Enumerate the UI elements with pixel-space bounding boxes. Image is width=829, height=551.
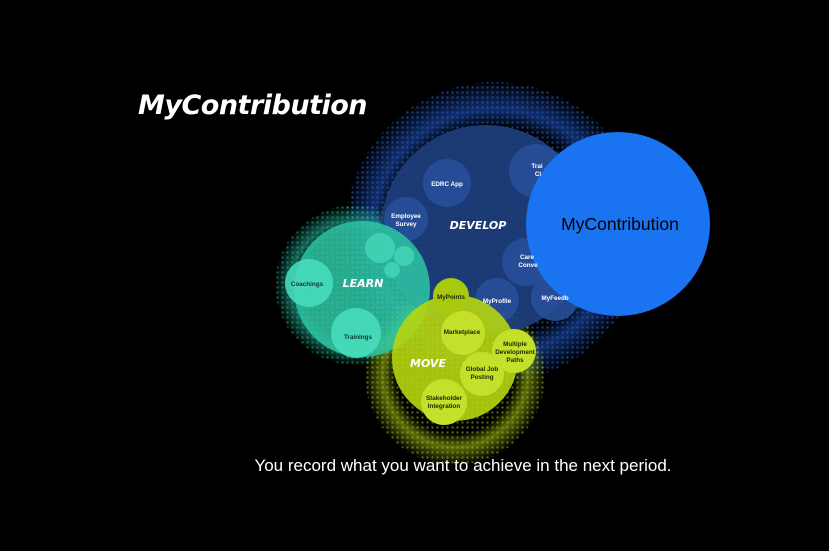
trainings-top-label-2: Cl (535, 171, 542, 178)
my-feedback-label: MyFeedb (541, 295, 568, 302)
edrc-app-label: EDRC App (431, 181, 463, 188)
global-job-posting-bubble (460, 352, 504, 396)
marketplace-bubble (441, 311, 485, 355)
my-points-bubble (433, 278, 469, 314)
mycontribution-focus-label: MyContribution (561, 214, 679, 234)
move-cluster (392, 278, 536, 425)
move-labels: MyPoints Marketplace Multiple Developmen… (410, 294, 536, 410)
career-conversations-label-1: Care (520, 254, 534, 261)
multiple-development-paths-label-1: Multiple (503, 341, 527, 348)
learn-cluster (285, 221, 430, 358)
stakeholder-integration-label-1: Stakeholder (426, 395, 463, 402)
learn-category-label: LEARN (343, 277, 384, 290)
global-job-posting-label-2: Posting (470, 374, 493, 381)
career-conversations-label-2: Conve (518, 262, 538, 269)
stakeholder-integration-bubble (421, 379, 467, 425)
mycontribution-circle (526, 132, 710, 316)
my-points-label: MyPoints (437, 294, 465, 301)
multiple-development-paths-label-3: Paths (506, 357, 524, 364)
page-title: MyContribution (138, 90, 368, 121)
trainings-top-label-1: Trai (531, 163, 542, 170)
move-category-label: MOVE (410, 357, 446, 370)
develop-labels: EDRC App Employee Survey Trai Cl Care Co… (391, 163, 569, 305)
trainings-label: Trainings (344, 334, 372, 341)
coachings-label: Coachings (291, 281, 324, 288)
trainings-bubble (331, 308, 381, 358)
learn-small-bubble-3 (384, 262, 400, 278)
stakeholder-integration-label-2: Integration (428, 403, 461, 410)
learn-labels: Coachings Trainings LEARN (291, 277, 383, 341)
global-job-posting-label-1: Global Job (466, 366, 499, 373)
multiple-development-paths-bubble (492, 329, 536, 373)
marketplace-label: Marketplace (444, 329, 481, 336)
learn-small-bubble-2 (394, 246, 414, 266)
employee-survey-label-1: Employee (391, 213, 421, 220)
employee-survey-label-2: Survey (395, 221, 417, 228)
coachings-bubble (285, 259, 333, 307)
my-profile-label: MyProfile (483, 298, 512, 305)
multiple-development-paths-label-2: Development (495, 349, 535, 356)
edrc-app-bubble (423, 159, 471, 207)
subtitle-caption: You record what you want to achieve in t… (254, 456, 672, 475)
learn-small-bubble-1 (365, 233, 395, 263)
develop-category-label: DEVELOP (450, 219, 507, 232)
